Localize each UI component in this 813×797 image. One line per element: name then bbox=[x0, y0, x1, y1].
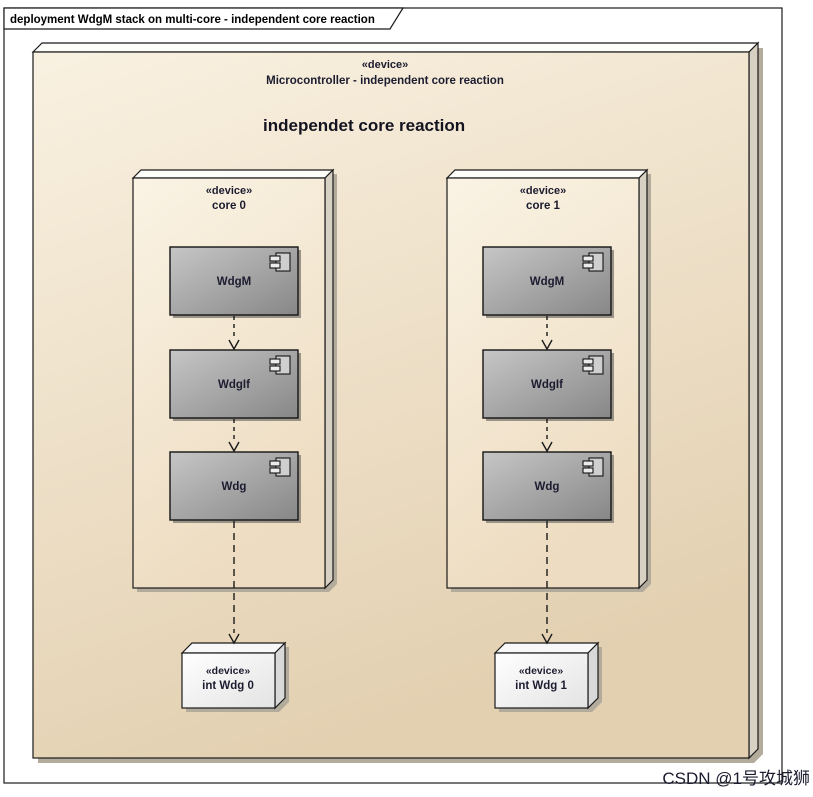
component-face[interactable] bbox=[169, 451, 299, 521]
diagram-title-tab: deployment WdgM stack on multi-core - in… bbox=[3, 7, 405, 30]
core1-name: core 1 bbox=[526, 200, 560, 212]
core1-side-face bbox=[638, 168, 648, 590]
intwdg1-side-face bbox=[587, 641, 599, 710]
component-label: WdgM bbox=[530, 276, 564, 288]
dependency-wdgm-to-wdgif-core-0[interactable] bbox=[228, 316, 240, 351]
component-label: Wdg bbox=[535, 481, 560, 493]
component-icon bbox=[269, 355, 291, 375]
arrowhead-icon bbox=[541, 633, 553, 645]
arrowhead-icon bbox=[541, 441, 553, 453]
arrowhead-icon bbox=[228, 441, 240, 453]
intwdg0-stereotype: «device» bbox=[206, 665, 251, 677]
component-wdgm-core-1[interactable]: WdgM bbox=[482, 246, 614, 318]
microcontroller-top-face bbox=[31, 42, 760, 53]
microcontroller-stereotype: «device» bbox=[362, 59, 408, 71]
arrowhead-icon bbox=[228, 633, 240, 645]
arrowhead-icon bbox=[228, 339, 240, 351]
core1-stereotype: «device» bbox=[520, 185, 566, 197]
device-node-int-wdg-0[interactable]: «device» int Wdg 0 bbox=[180, 641, 289, 712]
component-icon bbox=[582, 252, 604, 272]
component-label: WdgM bbox=[217, 276, 251, 288]
intwdg1-name: int Wdg 1 bbox=[515, 680, 567, 692]
intwdg0-side-face bbox=[274, 641, 286, 710]
core0-name: core 0 bbox=[212, 200, 246, 212]
dependency-wdgm-to-wdgif-core-1[interactable] bbox=[541, 316, 553, 351]
component-icon bbox=[582, 457, 604, 477]
core1-top-face bbox=[445, 169, 649, 179]
diagram-title-tab-shape bbox=[3, 7, 405, 30]
intwdg1-stereotype: «device» bbox=[519, 665, 564, 677]
component-icon bbox=[269, 252, 291, 272]
component-icon bbox=[269, 457, 291, 477]
dependency-wdgif-to-wdg-core-0[interactable] bbox=[228, 419, 240, 453]
intwdg0-name: int Wdg 0 bbox=[202, 680, 254, 692]
component-label: WdgIf bbox=[531, 379, 563, 391]
intwdg0-face[interactable] bbox=[181, 652, 276, 709]
component-wdg-core-1[interactable]: Wdg bbox=[482, 451, 614, 523]
watermark: CSDN @1号攻城狮 bbox=[662, 769, 810, 788]
intwdg0-top-face bbox=[180, 642, 287, 654]
dependency-wdg-to-intwdg-1[interactable] bbox=[541, 521, 553, 645]
core0-stereotype: «device» bbox=[206, 185, 252, 197]
microcontroller-name: Microcontroller - independent core react… bbox=[266, 75, 504, 87]
intwdg1-top-face bbox=[493, 642, 600, 654]
component-wdgif-core-0[interactable]: WdgIf bbox=[169, 349, 301, 421]
component-wdgif-core-1[interactable]: WdgIf bbox=[482, 349, 614, 421]
component-wdgm-core-0[interactable]: WdgM bbox=[169, 246, 301, 318]
core0-top-face bbox=[131, 169, 335, 179]
component-label: WdgIf bbox=[218, 379, 250, 391]
device-node-int-wdg-1[interactable]: «device» int Wdg 1 bbox=[493, 641, 602, 712]
arrowhead-icon bbox=[541, 339, 553, 351]
dependency-wdgif-to-wdg-core-1[interactable] bbox=[541, 419, 553, 453]
core0-side-face bbox=[324, 168, 334, 590]
component-label: Wdg bbox=[222, 481, 247, 493]
component-icon bbox=[582, 355, 604, 375]
dependency-wdg-to-intwdg-0[interactable] bbox=[228, 521, 240, 645]
component-wdg-core-0[interactable]: Wdg bbox=[169, 451, 301, 523]
microcontroller-side-face bbox=[748, 41, 759, 760]
diagram-title: deployment WdgM stack on multi-core - in… bbox=[10, 14, 375, 26]
intwdg1-face[interactable] bbox=[494, 652, 589, 709]
diagram-heading: independet core reaction bbox=[263, 116, 465, 135]
